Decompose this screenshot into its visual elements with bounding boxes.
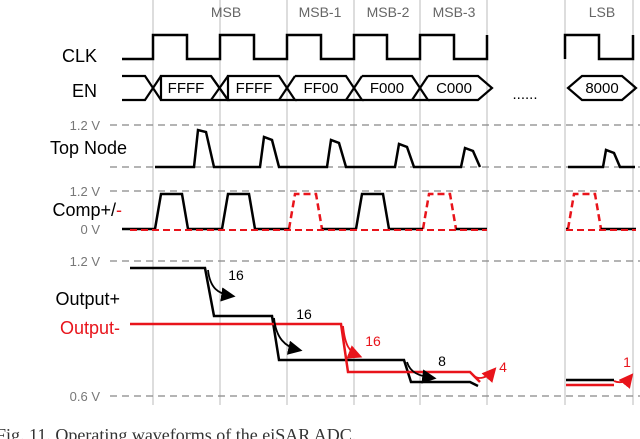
step-label-3: 8 [438, 353, 446, 369]
step-arrow-3 [406, 361, 437, 384]
comp-plus-waveform [153, 192, 391, 230]
step-label-1: 16 [228, 267, 244, 283]
en-label: EN [72, 81, 97, 101]
top-node-label: Top Node [50, 138, 127, 158]
column-header-msb: MSB [211, 4, 241, 20]
column-grid [152, 0, 634, 405]
step-label-3-red: 4 [499, 359, 507, 375]
en-ellipsis: ...... [512, 86, 537, 103]
en-value-1: FFFF [168, 80, 205, 97]
column-header-msb-2: MSB-2 [367, 4, 410, 20]
clk-label: CLK [62, 46, 97, 66]
top-node-waveform [155, 128, 635, 169]
output-plus-waveform [130, 266, 614, 388]
en-value-3: FF00 [303, 80, 338, 97]
reference-lines [110, 124, 640, 397]
step-arrow-2-red [342, 325, 363, 359]
clk-waveform [122, 33, 635, 61]
en-value-6: 8000 [585, 80, 618, 97]
step-arrow-2 [273, 317, 303, 355]
volt-top-high: 1.2 V [70, 118, 101, 133]
comp-minus-waveform [287, 192, 603, 230]
en-value-4: F000 [370, 80, 404, 97]
step-label-2-red: 16 [365, 333, 381, 349]
volt-out-high: 1.2 V [70, 254, 101, 269]
step-arrow-lsb-red [613, 373, 634, 389]
output-minus-waveform [130, 322, 614, 387]
en-value-2: FFFF [236, 80, 273, 97]
step-arrow-3-red [473, 367, 497, 383]
step-label-lsb-red: 1 [623, 354, 631, 370]
column-header-msb-1: MSB-1 [299, 4, 342, 20]
output-plus-label: Output+ [55, 289, 120, 309]
en-bus [122, 74, 638, 102]
step-label-2: 16 [296, 306, 312, 322]
figure-caption: Fig. 11. Operating waveforms of the eiSA… [0, 425, 356, 439]
en-value-5: C000 [436, 80, 472, 97]
column-header-msb-3: MSB-3 [433, 4, 476, 20]
volt-comp-high: 1.2 V [70, 184, 101, 199]
column-header-lsb: LSB [589, 4, 615, 20]
step-arrow-1 [207, 269, 236, 302]
volt-out-low: 0.6 V [70, 389, 101, 404]
output-minus-label: Output- [60, 318, 120, 338]
volt-comp-zero: 0 V [80, 222, 100, 237]
comp-label: Comp+/- [52, 200, 122, 220]
